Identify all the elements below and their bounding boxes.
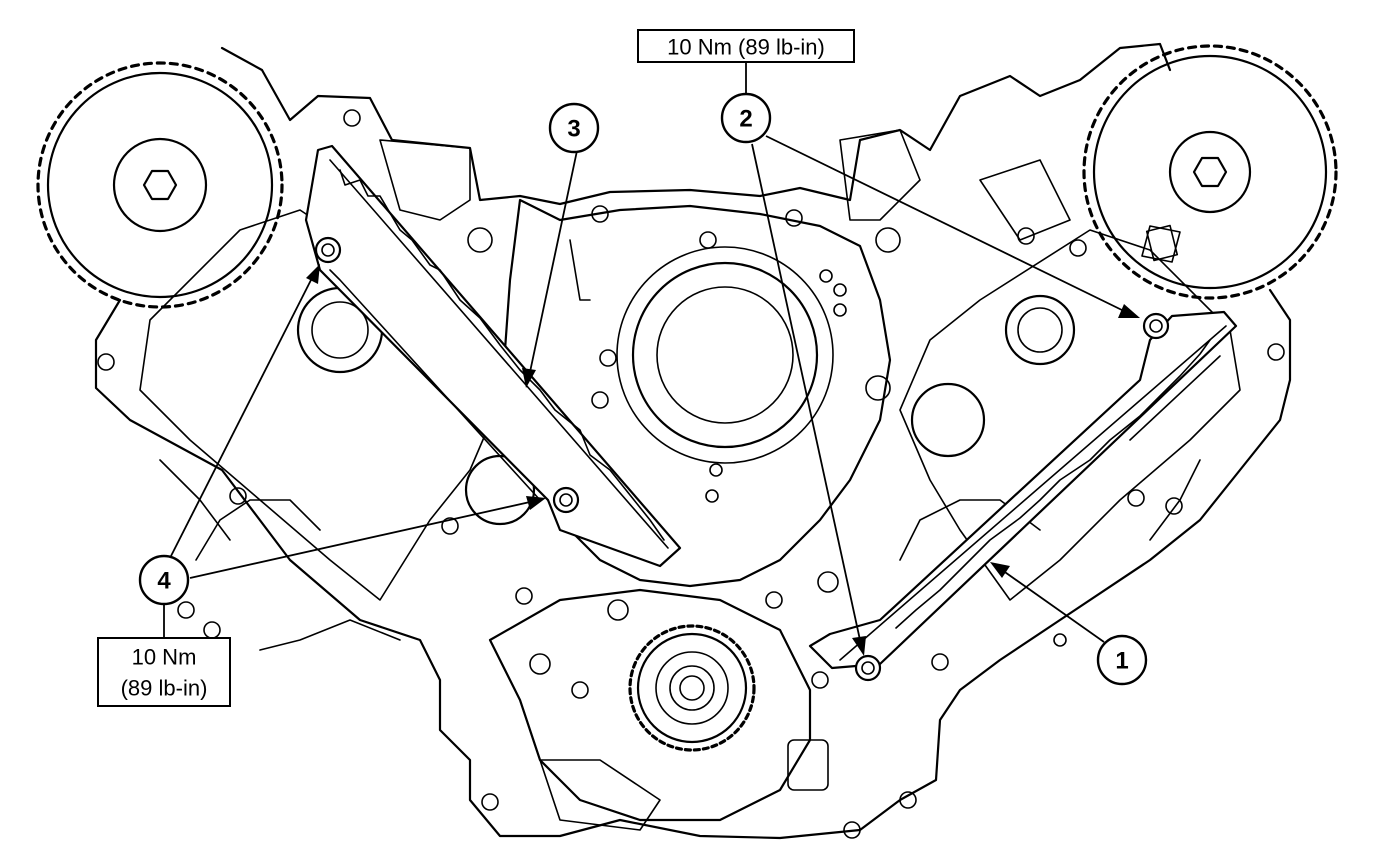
torque-spec-left: 10 Nm (89 lb-in)	[97, 637, 231, 707]
guide-bolt-lower-right	[854, 654, 882, 682]
guide-bolt-upper-left	[314, 236, 342, 264]
torque-spec-top: 10 Nm (89 lb-in)	[637, 29, 855, 63]
callout-1: 1	[1096, 634, 1148, 686]
left-timing-chain-guide	[304, 144, 682, 568]
guide-bolt-upper-right	[1142, 312, 1170, 340]
right-camshaft-sprocket	[1082, 44, 1338, 300]
callout-2-label: 2	[739, 106, 752, 133]
crankshaft-sprocket	[628, 624, 756, 752]
callout-3: 3	[548, 102, 600, 154]
engine-block-outline	[94, 42, 1292, 840]
callout-4: 4	[138, 554, 190, 606]
callout-1-label: 1	[1115, 648, 1128, 675]
callout-4-label: 4	[157, 568, 171, 595]
callout-3-label: 3	[567, 116, 580, 143]
left-camshaft-sprocket	[36, 61, 284, 309]
torque-spec-top-text: 10 Nm (89 lb-in)	[667, 35, 825, 60]
leader-lines	[163, 62, 1140, 656]
torque-spec-left-line2: (89 lb-in)	[121, 676, 208, 701]
callout-2: 2	[720, 92, 772, 144]
guide-bolt-lower-left	[552, 486, 580, 514]
torque-spec-left-line1: 10 Nm	[132, 645, 197, 670]
right-timing-chain-guide	[808, 310, 1238, 670]
